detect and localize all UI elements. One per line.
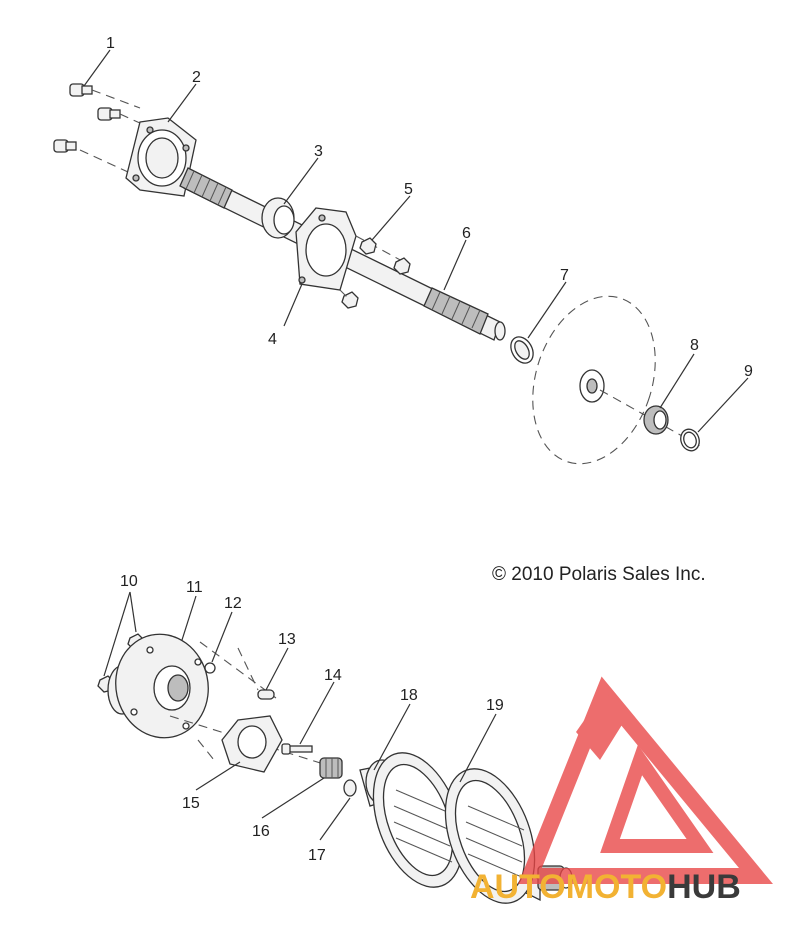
clutch-assembly [359, 752, 573, 904]
bearing-plate [221, 715, 283, 773]
shaft-flange-plate [295, 207, 357, 291]
leader-lines [83, 49, 749, 841]
callout-numbers: 1 2 3 4 5 6 7 8 9 10 11 12 13 14 15 16 1… [106, 35, 753, 864]
callout-4: 4 [268, 331, 277, 348]
svg-text:AUTOMOTOHUB: AUTOMOTOHUB [470, 868, 741, 906]
logo-peak [576, 692, 630, 760]
spacer [343, 779, 357, 797]
callout-14: 14 [324, 667, 342, 684]
o-ring [510, 336, 534, 364]
bolt-lower [53, 139, 129, 173]
callout-18: 18 [400, 687, 418, 704]
callout-15: 15 [182, 795, 200, 812]
callout-2: 2 [192, 69, 201, 86]
watermark-moto: MOTO [566, 868, 667, 906]
logo-triangle-outer [518, 676, 773, 884]
callout-12: 12 [224, 595, 242, 612]
logo-triangle-inner [600, 744, 714, 853]
bushing [643, 405, 669, 435]
flange-washer [204, 662, 216, 674]
watermark-hub: HUB [667, 868, 741, 906]
bolt-upper [69, 83, 141, 109]
callout-17: 17 [308, 847, 326, 864]
shaft-bolt [281, 743, 313, 755]
pinion-gear [319, 757, 343, 779]
copyright-notice: © 2010 Polaris Sales Inc. [492, 564, 706, 585]
hub-flange [107, 633, 331, 767]
bearing-flange-plate [125, 117, 197, 197]
watermark-auto: AUTO [470, 868, 566, 906]
lock-nuts [339, 235, 411, 309]
callout-16: 16 [252, 823, 270, 840]
callout-11: 11 [186, 579, 203, 596]
lower-assembly [97, 633, 573, 904]
callout-9: 9 [744, 363, 753, 380]
snap-ring [680, 428, 700, 452]
bolt-middle [97, 107, 143, 125]
callout-10: 10 [120, 573, 138, 590]
callout-7: 7 [560, 267, 569, 284]
watermark-text: AUTOMOTOHUB [470, 868, 741, 906]
callout-3: 3 [314, 143, 323, 160]
callout-6: 6 [462, 225, 471, 242]
callout-1: 1 [106, 35, 115, 52]
upper-assembly [53, 83, 701, 465]
callout-13: 13 [278, 631, 296, 648]
callout-8: 8 [690, 337, 699, 354]
callout-5: 5 [404, 181, 413, 198]
clutch-reference-outline [532, 295, 701, 465]
watermark-logo [518, 676, 773, 884]
callout-19: 19 [486, 697, 504, 714]
